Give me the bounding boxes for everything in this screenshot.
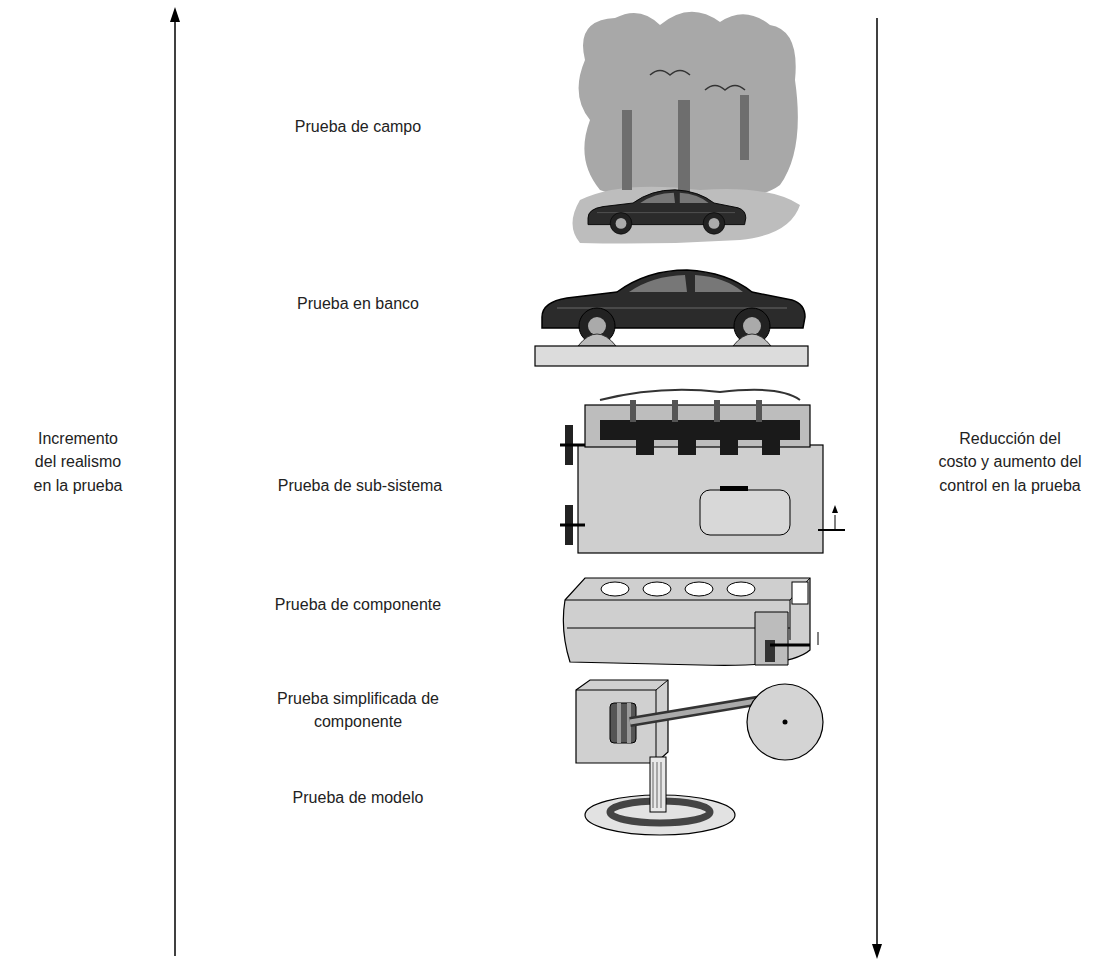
subsystem-engine-figure-part [630,400,636,422]
level-label: Prueba en banco [208,292,508,315]
field-scene-part [705,86,745,91]
bench-test-figure [535,270,808,366]
component-block-figure-part [563,578,810,665]
field-scene [573,12,801,244]
model-test-figure-part [657,762,658,808]
bench-test-figure-part [542,270,805,344]
arrow-up-part [174,20,176,956]
subsystem-engine-figure-part [720,486,748,491]
component-block-figure-part [792,582,808,604]
field-scene-part [573,187,801,244]
bench-test-figure-part [733,334,771,346]
component-block-figure-part [765,640,775,662]
simplified-component-figure [576,680,823,763]
subsystem-engine-figure-part [756,400,762,422]
subsystem-engine-figure-part [818,529,845,531]
subsystem-engine-figure-part [700,490,790,535]
field-scene-part [588,190,746,234]
subsystem-engine-figure-part [560,444,585,447]
simplified-component-figure-part [783,720,788,725]
level-label: Prueba de modelo [208,786,508,809]
arrow-down-part [876,18,878,946]
bench-test-figure-part [535,346,808,366]
axis-label: Incremento del realismo en la prueba [26,427,130,497]
component-block-figure [563,578,818,665]
field-scene-part [678,100,690,195]
subsystem-engine-figure-part [835,515,836,530]
subsystem-engine-figure-part [560,524,585,527]
field-scene-part [622,110,632,190]
arrow-up [170,7,180,956]
component-block-figure-part [643,582,671,596]
field-scene-part [740,95,749,160]
simplified-component-figure-part [617,703,621,743]
model-test-figure-part [650,757,666,812]
level-label: Prueba de campo [208,115,508,138]
model-test-figure-part [653,762,654,808]
field-scene-part [650,71,690,76]
subsystem-engine-figure-part [672,400,678,422]
component-block-figure-part [565,600,790,601]
level-label: Prueba simplificada de componente [243,687,473,733]
level-label: Prueba de sub-sistema [210,474,510,497]
subsystem-engine-figure-part [600,390,800,400]
component-block-figure-part [818,632,819,645]
subsystem-engine-figure-part [832,505,838,513]
subsystem-engine-figure-part [714,400,720,422]
simplified-component-figure-part [747,684,823,760]
subsystem-engine-figure [560,390,845,553]
component-block-figure-part [685,582,713,596]
model-test-figure [585,757,735,835]
component-block-figure-part [755,612,788,665]
model-test-figure-part [661,762,662,808]
bench-test-figure-part [578,334,616,346]
subsystem-engine-figure-part [578,445,823,553]
level-label: Prueba de componente [208,593,508,616]
arrow-down-part [872,944,882,959]
component-block-figure-part [727,582,755,596]
arrow-down [872,18,882,959]
component-block-figure-part [770,644,810,647]
subsystem-engine-figure-part [600,420,800,455]
axis-label: Reducción del costo y aumento del contro… [938,427,1082,497]
component-block-figure-part [790,600,791,640]
arrow-up-part [170,7,180,22]
field-scene-part [579,12,798,202]
component-block-figure-part [601,582,629,596]
